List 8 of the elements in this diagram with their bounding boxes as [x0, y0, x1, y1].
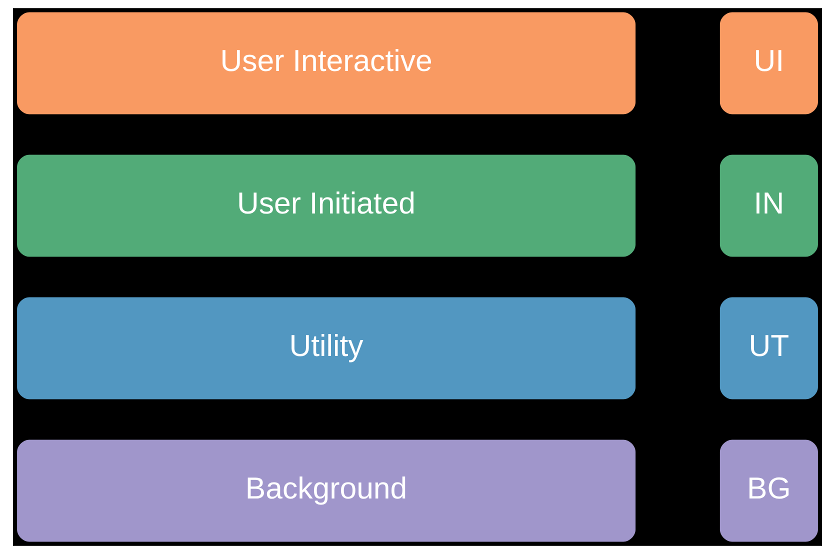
node-box: IN — [719, 154, 818, 257]
node-box: BG — [719, 440, 818, 542]
node-box: UI — [719, 12, 818, 114]
node-box: UT — [719, 297, 818, 400]
node-box: Utility — [16, 297, 636, 400]
node-box: User Initiated — [16, 154, 636, 257]
node-box: Background — [16, 440, 636, 542]
node-box: User Interactive — [16, 12, 636, 114]
